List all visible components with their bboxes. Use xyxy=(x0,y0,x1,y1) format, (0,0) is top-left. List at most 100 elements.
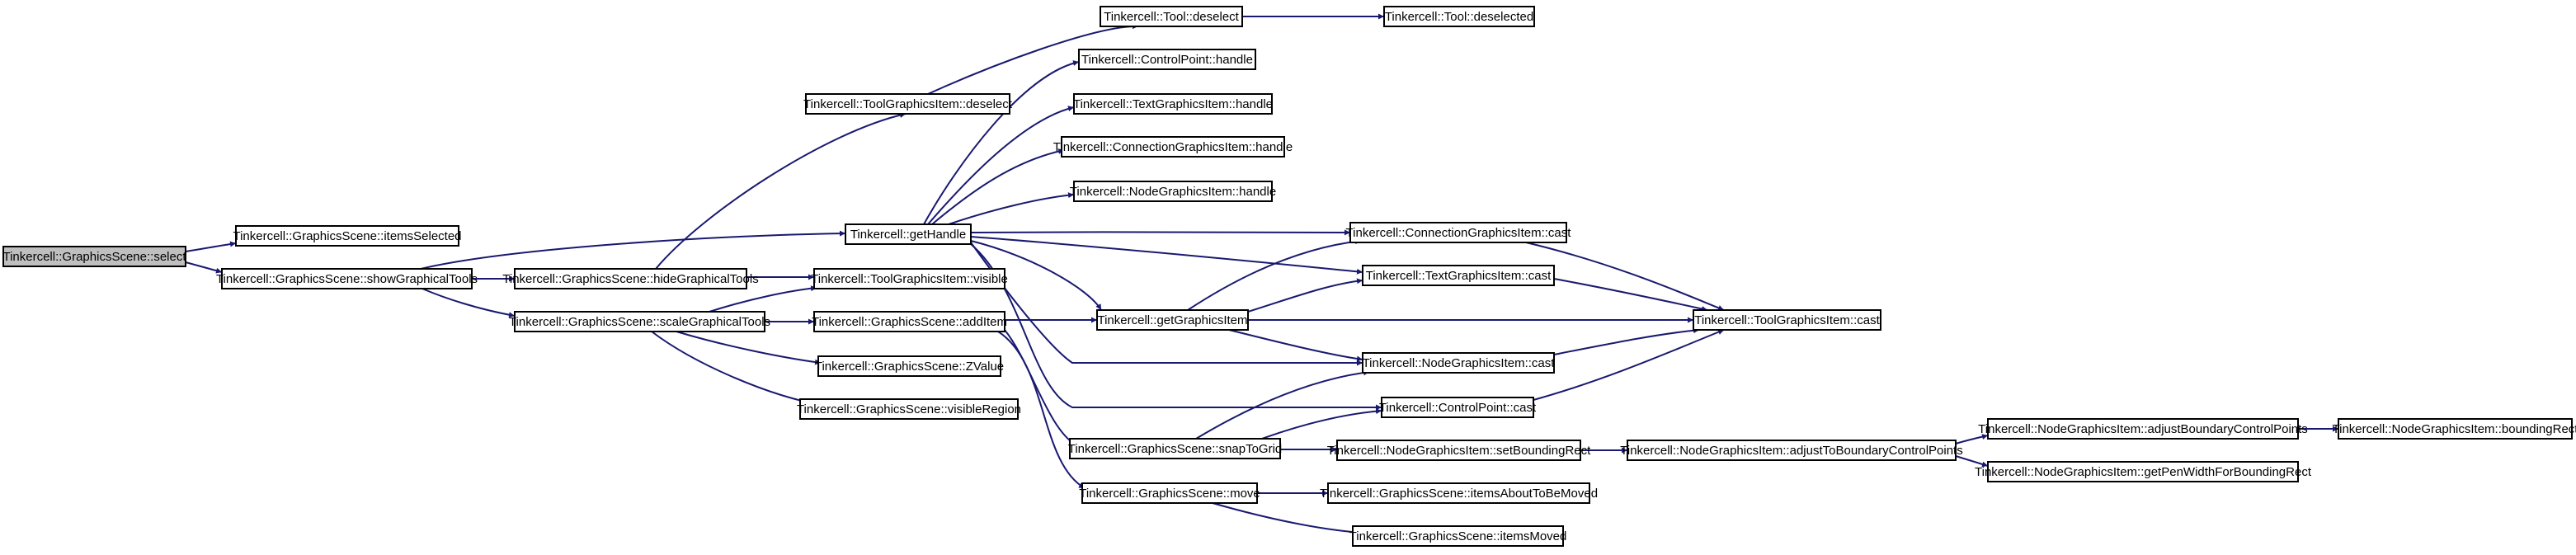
node-box[interactable] xyxy=(1381,397,1534,418)
node-box[interactable] xyxy=(1073,181,1273,202)
node-toolDeselect[interactable]: Tinkercell::ToolGraphicsItem::deselect xyxy=(803,93,1013,115)
node-label: Tinkercell::NodeGraphicsItem::getPenWidt… xyxy=(1975,465,2312,479)
edge-connectionCast-to-toolCast xyxy=(1525,242,1725,311)
node-showGraphicalTools[interactable]: Tinkercell::GraphicsScene::showGraphical… xyxy=(216,268,478,289)
node-visibleRegion[interactable]: Tinkercell::GraphicsScene::visibleRegion xyxy=(797,398,1021,420)
node-box[interactable] xyxy=(1352,525,1564,547)
edge-scaleGraphicalTools-to-visibleRegion xyxy=(651,331,826,408)
node-label: Tinkercell::ToolGraphicsItem::visible xyxy=(811,272,1008,286)
node-zValue[interactable]: Tinkercell::GraphicsScene::ZValue xyxy=(815,355,1004,377)
node-toolBaseDeselect[interactable]: Tinkercell::Tool::deselect xyxy=(1100,6,1243,27)
node-setBoundingRect[interactable]: Tinkercell::NodeGraphicsItem::setBoundin… xyxy=(1327,440,1591,461)
node-box[interactable] xyxy=(514,311,765,332)
node-box[interactable] xyxy=(1627,440,1957,461)
node-label: Tinkercell::ToolGraphicsItem::cast xyxy=(1694,313,1880,327)
node-hideGraphicalTools[interactable]: Tinkercell::GraphicsScene::hideGraphical… xyxy=(502,268,759,289)
node-itemsMoved[interactable]: Tinkercell::GraphicsScene::itemsMoved xyxy=(1349,525,1567,547)
node-box[interactable] xyxy=(805,93,1010,115)
node-box[interactable] xyxy=(813,311,1005,332)
node-box[interactable] xyxy=(1096,309,1249,331)
node-select[interactable]: Tinkercell::GraphicsScene::select xyxy=(2,246,186,267)
node-controlPointHandle[interactable]: Tinkercell::ControlPoint::handle xyxy=(1078,49,1256,70)
node-addItem[interactable]: Tinkercell::GraphicsScene::addItem xyxy=(812,311,1007,332)
node-connectionHandle[interactable]: Tinkercell::ConnectionGraphicsItem::hand… xyxy=(1053,136,1293,158)
node-box[interactable] xyxy=(1987,418,2299,440)
node-box[interactable] xyxy=(514,268,747,289)
node-toolVisible[interactable]: Tinkercell::ToolGraphicsItem::visible xyxy=(811,268,1008,289)
node-toolDeselected[interactable]: Tinkercell::Tool::deselected xyxy=(1383,6,1535,27)
node-box[interactable] xyxy=(1336,440,1581,461)
node-itemsSelected[interactable]: Tinkercell::GraphicsScene::itemsSelected xyxy=(233,225,462,247)
node-box[interactable] xyxy=(1349,222,1567,243)
node-getHandle[interactable]: Tinkercell::getHandle xyxy=(845,223,972,245)
node-label: Tinkercell::TextGraphicsItem::cast xyxy=(1366,269,1552,283)
node-nodeCast[interactable]: Tinkercell::NodeGraphicsItem::cast xyxy=(1362,352,1556,374)
node-label: Tinkercell::Tool::deselect xyxy=(1104,10,1240,24)
node-scaleGraphicalTools[interactable]: Tinkercell::GraphicsScene::scaleGraphica… xyxy=(509,311,770,332)
edge-getHandle-to-textCast xyxy=(970,236,1363,275)
node-nodeHandle[interactable]: Tinkercell::NodeGraphicsItem::handle xyxy=(1070,181,1276,202)
node-snapToGrid[interactable]: Tinkercell::GraphicsScene::snapToGrid xyxy=(1068,438,1283,459)
node-box[interactable] xyxy=(1069,438,1281,459)
edge-scaleGraphicalTools-to-zValue xyxy=(676,331,822,365)
node-box[interactable] xyxy=(1362,265,1555,286)
node-box[interactable] xyxy=(1693,309,1881,331)
node-controlPointCast[interactable]: Tinkercell::ControlPoint::cast xyxy=(1379,397,1537,418)
node-move[interactable]: Tinkercell::GraphicsScene::move xyxy=(1079,482,1260,504)
node-box[interactable] xyxy=(2338,418,2573,440)
node-box[interactable] xyxy=(813,268,1005,289)
node-toolCast[interactable]: Tinkercell::ToolGraphicsItem::cast xyxy=(1693,309,1881,331)
edge-getHandle-to-nodeHandle xyxy=(948,192,1075,225)
node-label: Tinkercell::GraphicsScene::itemsMoved xyxy=(1349,529,1567,543)
node-box[interactable] xyxy=(1327,482,1590,504)
edge-snapToGrid-to-controlPointCast xyxy=(1261,408,1382,440)
node-adjustToBoundary[interactable]: Tinkercell::NodeGraphicsItem::adjustToBo… xyxy=(1620,440,1963,461)
node-label: Tinkercell::NodeGraphicsItem::boundingRe… xyxy=(2333,422,2576,436)
node-label: Tinkercell::GraphicsScene::visibleRegion xyxy=(797,402,1021,416)
node-label: Tinkercell::GraphicsScene::addItem xyxy=(812,315,1007,329)
node-box[interactable] xyxy=(1362,352,1555,374)
node-textHandle[interactable]: Tinkercell::TextGraphicsItem::handle xyxy=(1073,93,1273,115)
node-box[interactable] xyxy=(1073,93,1273,115)
node-box[interactable] xyxy=(1081,482,1258,504)
edge-addItem-to-snapToGrid xyxy=(1004,329,1077,446)
edge-getHandle-to-controlPointHandle xyxy=(923,60,1080,225)
node-box[interactable] xyxy=(1061,136,1285,158)
node-adjustBoundary[interactable]: Tinkercell::NodeGraphicsItem::adjustBoun… xyxy=(1978,418,2308,440)
node-label: Tinkercell::GraphicsScene::hideGraphical… xyxy=(502,272,758,286)
node-label: Tinkercell::ControlPoint::cast xyxy=(1379,401,1537,415)
node-label: Tinkercell::GraphicsScene::ZValue xyxy=(815,360,1004,374)
edges-layer xyxy=(185,13,2338,535)
node-label: Tinkercell::GraphicsScene::move xyxy=(1079,487,1260,501)
node-box[interactable] xyxy=(1100,6,1243,27)
node-box[interactable] xyxy=(1987,461,2299,482)
node-label: Tinkercell::NodeGraphicsItem::handle xyxy=(1070,185,1276,199)
node-getGraphicsItem[interactable]: Tinkercell::getGraphicsItem xyxy=(1096,309,1249,331)
edge-move-to-itemsMoved xyxy=(1212,502,1362,535)
edge-showGraphicalTools-to-scaleGraphicalTools xyxy=(421,288,516,318)
node-getPenWidth[interactable]: Tinkercell::NodeGraphicsItem::getPenWidt… xyxy=(1975,461,2312,482)
node-boundingRect[interactable]: Tinkercell::NodeGraphicsItem::boundingRe… xyxy=(2333,418,2576,440)
node-box[interactable] xyxy=(1078,49,1256,70)
node-box[interactable] xyxy=(235,225,459,247)
edge-textCast-to-toolCast xyxy=(1553,278,1708,312)
nodes-layer: Tinkercell::GraphicsScene::selectTinkerc… xyxy=(2,6,2576,547)
edge-getHandle-to-connectionHandle xyxy=(931,148,1065,225)
node-label: Tinkercell::NodeGraphicsItem::adjustToBo… xyxy=(1620,444,1962,458)
node-box[interactable] xyxy=(221,268,473,289)
node-box[interactable] xyxy=(817,355,1001,377)
node-textCast[interactable]: Tinkercell::TextGraphicsItem::cast xyxy=(1362,265,1555,286)
edge-getHandle-to-textHandle xyxy=(927,106,1075,225)
node-box[interactable] xyxy=(845,223,972,245)
edge-adjustToBoundary-to-getPenWidth xyxy=(1955,455,1989,468)
node-label: Tinkercell::GraphicsScene::showGraphical… xyxy=(216,272,478,286)
node-box[interactable] xyxy=(1383,6,1535,27)
node-itemsAboutToBeMoved[interactable]: Tinkercell::GraphicsScene::itemsAboutToB… xyxy=(1320,482,1598,504)
node-connectionCast[interactable]: Tinkercell::ConnectionGraphicsItem::cast xyxy=(1346,222,1572,243)
node-label: Tinkercell::GraphicsScene::select xyxy=(2,250,186,264)
node-label: Tinkercell::ToolGraphicsItem::deselect xyxy=(803,97,1013,111)
node-label: Tinkercell::NodeGraphicsItem::cast xyxy=(1363,356,1556,370)
node-box[interactable] xyxy=(799,398,1019,420)
node-box[interactable] xyxy=(2,246,186,267)
